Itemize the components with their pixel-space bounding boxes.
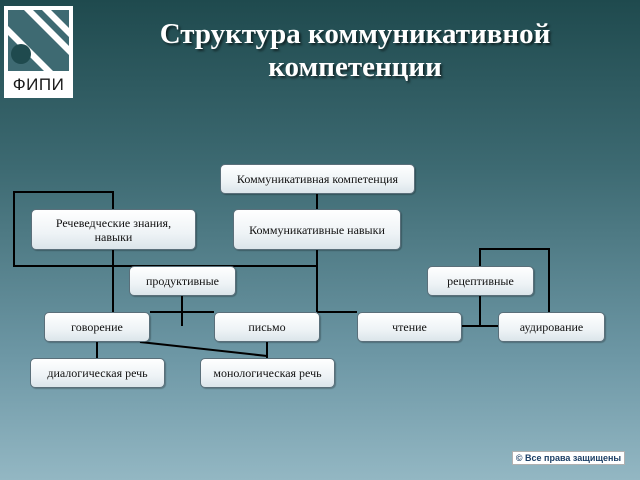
connector-speaking-monologic <box>139 341 268 357</box>
node-writing: письмо <box>214 312 320 342</box>
logo-emblem-icon <box>8 10 69 71</box>
node-reading: чтение <box>357 312 462 342</box>
page-title: Структура коммуникативной компетенции <box>159 18 551 83</box>
connector-knowledge-loop <box>13 191 317 267</box>
fipi-logo: ФИПИ <box>4 6 73 98</box>
node-dialogic: диалогическая речь <box>30 358 165 388</box>
node-speaking: говорение <box>44 312 150 342</box>
copyright-notice: © Все права защищены <box>512 451 625 465</box>
node-monologic: монологическая речь <box>200 358 335 388</box>
node-knowledge: Речеведческие знания, навыки <box>31 209 196 250</box>
node-listening: аудирование <box>498 312 605 342</box>
logo-text: ФИПИ <box>12 75 65 94</box>
node-productive: продуктивные <box>129 266 236 296</box>
connector-receptive-loop <box>479 248 550 326</box>
node-receptive: рецептивные <box>427 266 534 296</box>
node-skills: Коммуникативные навыки <box>233 209 401 250</box>
node-root: Коммуникативная компетенция <box>220 164 415 194</box>
